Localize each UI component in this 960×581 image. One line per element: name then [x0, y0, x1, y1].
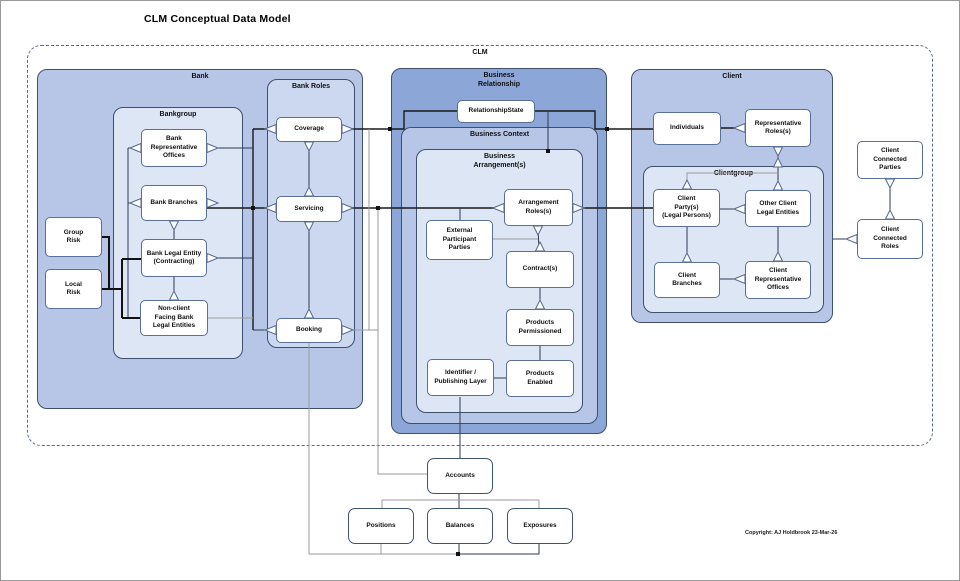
- node-products-enabled[interactable]: Products Enabled: [506, 360, 574, 397]
- node-bank-representative-offices[interactable]: Bank Representative Offices: [141, 129, 207, 167]
- node-external-participant-parties[interactable]: External Participant Parties: [426, 220, 493, 260]
- junction-dot: [456, 552, 460, 556]
- connector-line: [458, 544, 540, 555]
- node-client-representative-offices[interactable]: Client Representative Offices: [745, 261, 811, 299]
- node-bank-legal-entity[interactable]: Bank Legal Entity (Contracting): [141, 239, 207, 277]
- node-exposures[interactable]: Exposures: [507, 508, 573, 544]
- diagram-title: CLM Conceptual Data Model: [144, 13, 291, 25]
- node-bank-branches[interactable]: Bank Branches: [141, 185, 207, 221]
- node-client-branches[interactable]: Client Branches: [654, 262, 720, 298]
- container-label-business-arrangements: Business Arrangement(s): [473, 153, 526, 169]
- container-label-bankgroup: Bankgroup: [159, 111, 197, 118]
- container-clm[interactable]: CLM: [27, 45, 933, 446]
- container-label-business-context: Business Context: [469, 131, 530, 138]
- node-identifier-publishing-layer[interactable]: Identifier / Publishing Layer: [427, 359, 494, 396]
- node-coverage[interactable]: Coverage: [276, 117, 342, 142]
- container-label-clientgroup: Clientgroup: [713, 170, 754, 177]
- node-client-connected-parties[interactable]: Client Connected Parties: [857, 141, 923, 179]
- node-other-client-legal-entities[interactable]: Other Client Legal Entities: [745, 190, 811, 227]
- node-non-client-facing-bank-legal-entities[interactable]: Non-client Facing Bank Legal Entities: [140, 300, 208, 336]
- container-label-bank: Bank: [191, 73, 209, 80]
- node-booking[interactable]: Booking: [276, 318, 342, 343]
- node-arrangement-roles[interactable]: Arrangement Roles(s): [504, 189, 573, 226]
- copyright-note: Copyright: AJ Holdbrook 23-Mar-26: [745, 530, 838, 536]
- container-label-client: Client: [722, 73, 742, 80]
- node-contracts[interactable]: Contract(s): [506, 251, 574, 288]
- node-positions[interactable]: Positions: [348, 508, 414, 544]
- node-client-connected-roles[interactable]: Client Connected Roles: [857, 219, 923, 259]
- node-individuals[interactable]: Individuals: [653, 112, 721, 145]
- node-balances[interactable]: Balances: [427, 508, 493, 544]
- container-label-bank-roles: Bank Roles: [291, 83, 331, 90]
- node-products-permissioned[interactable]: Products Permissioned: [506, 309, 574, 346]
- container-label-clm: CLM: [472, 49, 488, 56]
- node-local-risk[interactable]: Local Risk: [45, 269, 102, 309]
- node-servicing[interactable]: Servicing: [276, 196, 342, 222]
- node-client-party[interactable]: Client Party(s) (Legal Persons): [653, 189, 720, 227]
- node-representative-roles[interactable]: Representative Roles(s): [745, 109, 811, 147]
- node-relationship-state[interactable]: RelationshipState: [457, 100, 535, 123]
- node-group-risk[interactable]: Group Risk: [45, 217, 102, 257]
- node-accounts[interactable]: Accounts: [427, 458, 493, 494]
- container-label-business-relationship: Business Relationship: [477, 72, 520, 88]
